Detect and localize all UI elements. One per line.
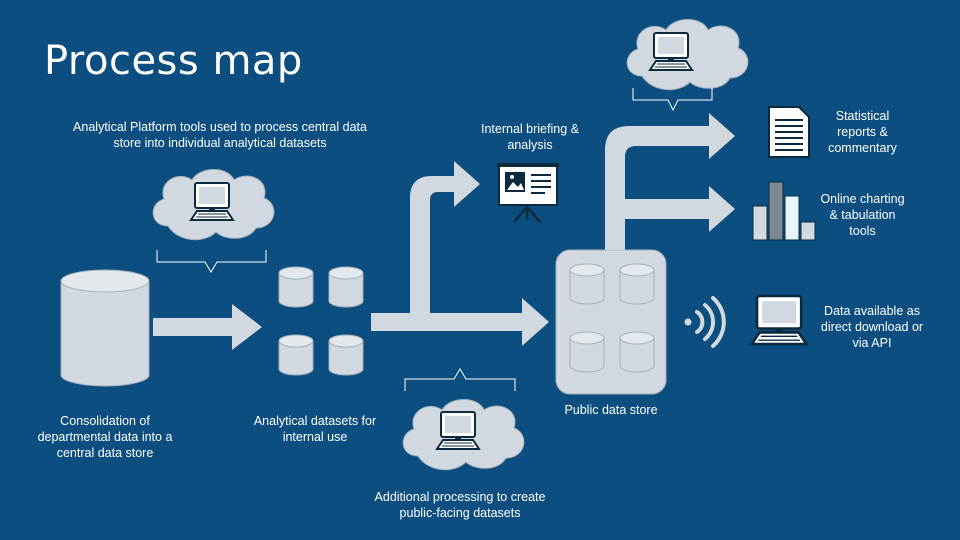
computer-icon — [436, 411, 480, 450]
computer-icon — [750, 294, 808, 346]
computer-icon — [190, 182, 234, 221]
arrow-to-analytical — [153, 304, 262, 350]
wireless-signal-icon — [684, 296, 726, 348]
arrows-to-outputs — [605, 113, 735, 250]
analytical-datasets-icon — [278, 266, 364, 376]
processing-bracket — [404, 368, 516, 391]
central-database-icon — [60, 269, 150, 387]
arrow-to-public-store — [371, 298, 549, 346]
label-online-charting: Online charting & tabulation tools — [820, 192, 905, 238]
page-title: Process map — [44, 38, 303, 84]
label-analytical-platform: Analytical Platform tools used to proces… — [73, 120, 367, 150]
public-data-store-icon — [555, 249, 667, 395]
document-icon — [768, 106, 810, 158]
label-analytical-datasets: Analytical datasets for internal use — [253, 414, 377, 444]
platform-bracket — [156, 250, 267, 273]
label-additional-processing: Additional processing to create public-f… — [374, 490, 546, 520]
label-data-download: Data available as direct download or via… — [820, 304, 924, 350]
label-internal-briefing: Internal briefing & analysis — [481, 122, 579, 152]
label-statistical-reports: Statistical reports & commentary — [828, 109, 897, 155]
label-public-data-store: Public data store — [564, 403, 658, 417]
presentation-icon — [497, 163, 559, 223]
top-bracket — [632, 88, 713, 112]
computer-icon — [649, 32, 693, 71]
label-consolidation: Consolidation of departmental data into … — [37, 414, 173, 460]
arrow-to-briefing — [410, 161, 480, 313]
bar-chart-icon — [752, 181, 816, 241]
